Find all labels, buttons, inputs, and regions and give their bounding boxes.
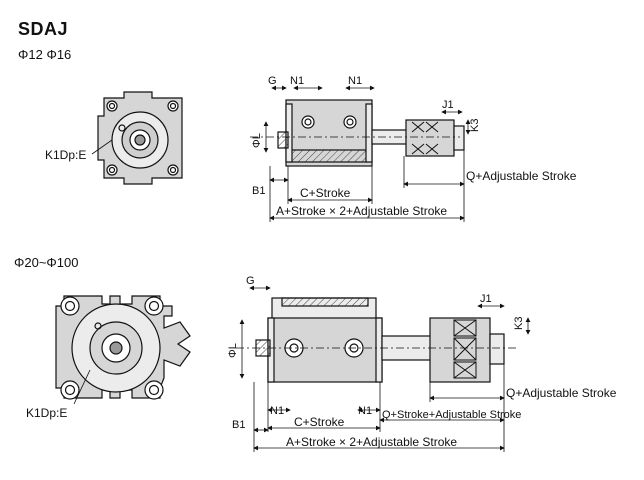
- large-dimensions: [236, 285, 531, 452]
- large-mount-hole-tl: [60, 296, 80, 316]
- large-end-view: [55, 295, 191, 405]
- small-j1-label: J1: [442, 99, 454, 111]
- large-a-total-label: A+Stroke × 2+Adjustable Stroke: [286, 435, 457, 449]
- large-mount-hole-br: [144, 380, 164, 400]
- small-g-label: G: [268, 75, 277, 87]
- page-title: SDAJ: [18, 19, 69, 39]
- small-c-stroke-label: C+Stroke: [300, 186, 351, 200]
- small-q-adj-label: Q+Adjustable Stroke: [466, 169, 577, 183]
- large-n1-left-label: N1: [270, 405, 284, 417]
- small-n1-left-label: N1: [290, 75, 304, 87]
- small-end-view: [91, 91, 183, 185]
- small-dimensions: [250, 85, 471, 222]
- size-range-large: Φ20~Φ100: [14, 255, 79, 270]
- small-b1-label: B1: [252, 185, 265, 197]
- large-q-adj-label: Q+Adjustable Stroke: [506, 386, 617, 400]
- large-b1-label: B1: [232, 419, 245, 431]
- small-n1-right-label: N1: [348, 75, 362, 87]
- size-range-small: Φ12 Φ16: [18, 47, 72, 62]
- small-mount-hole-bl: [106, 164, 118, 176]
- large-mount-hole-tr: [144, 296, 164, 316]
- large-port-label: K1Dp:E: [26, 406, 67, 420]
- small-k3-label: K3: [469, 119, 481, 132]
- small-port-label: K1Dp:E: [45, 148, 86, 162]
- small-side-view: [277, 99, 465, 167]
- small-l-label: ΦL: [251, 133, 263, 148]
- small-mount-hole-tr: [167, 100, 179, 112]
- small-mount-hole-tl: [106, 100, 118, 112]
- large-c-stroke-label: C+Stroke: [294, 415, 345, 429]
- large-side-view: [255, 297, 505, 383]
- large-mount-hole-bl: [60, 380, 80, 400]
- large-j1-label: J1: [480, 293, 492, 305]
- large-l-label: ΦL: [227, 343, 239, 358]
- large-q-stroke-adj-label: Q+Stroke+Adjustable Stroke: [382, 409, 521, 421]
- large-k3-label: K3: [513, 317, 525, 330]
- small-a-total-label: A+Stroke × 2+Adjustable Stroke: [276, 204, 447, 218]
- large-n1-right-label: N1: [358, 405, 372, 417]
- large-g-label: G: [246, 275, 255, 287]
- small-mount-hole-br: [167, 164, 179, 176]
